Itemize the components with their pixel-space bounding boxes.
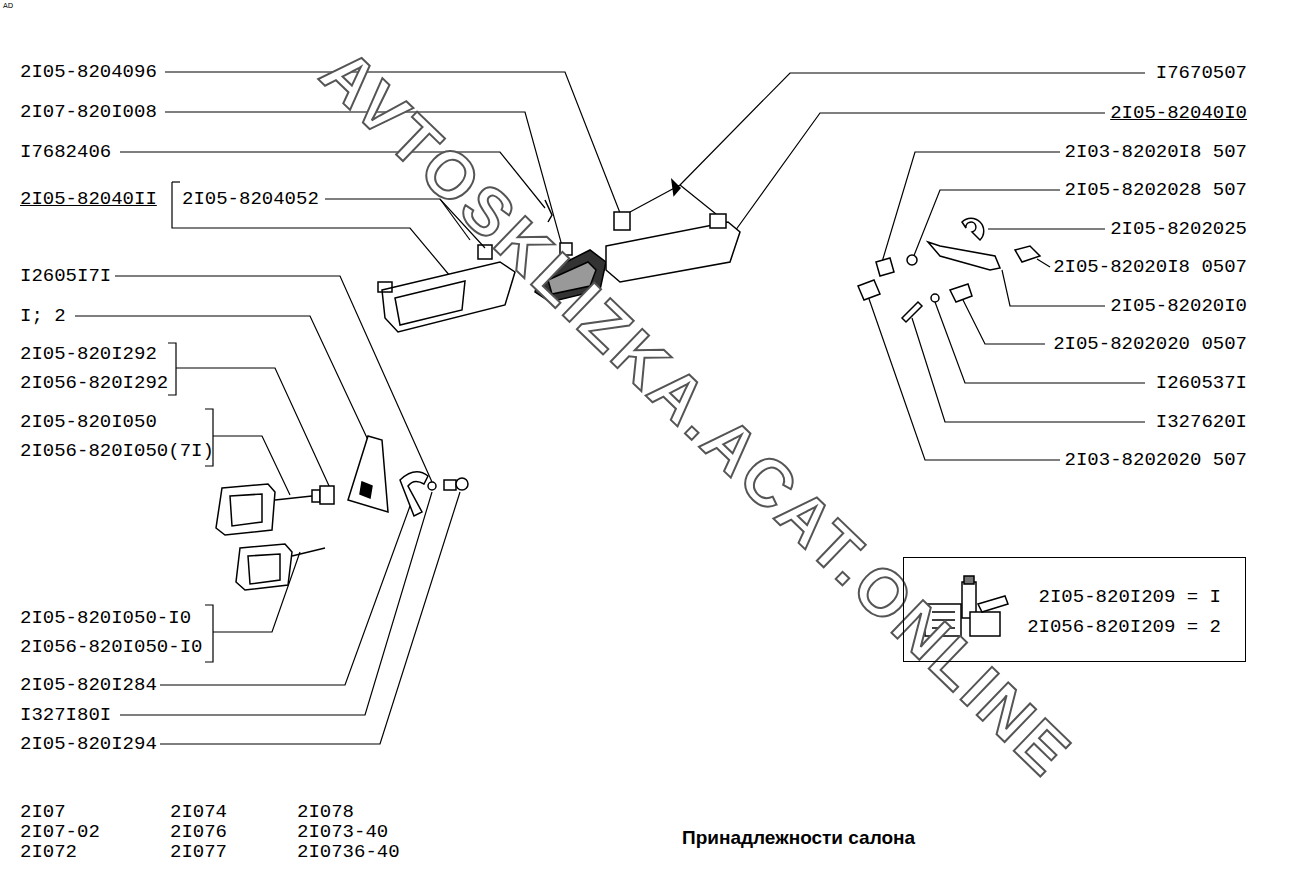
corner-mark: AD <box>3 2 13 10</box>
parts <box>216 180 1040 636</box>
part-number: 2I056-820I292 <box>20 372 168 394</box>
watermark: AVTOSKLIZKA.ACAT.ONLINE <box>309 36 1086 790</box>
part-number: I7670507 <box>1156 62 1247 84</box>
model-code: 2I07 <box>20 801 66 823</box>
part-number: 2I05-820I284 <box>20 674 157 696</box>
model-code: 2I078 <box>297 801 354 823</box>
part-number: 2I056-820I050(7I) <box>20 440 214 462</box>
model-code: 2I073-40 <box>297 821 388 843</box>
part-number: 2I05-82040II <box>20 188 157 210</box>
part-number: 2I07-820I008 <box>20 101 157 123</box>
part-number: 2I05-820I050 <box>20 411 157 433</box>
model-code: 2I074 <box>170 801 227 823</box>
kit-number: 2I056-820I209 = 2 <box>904 616 1221 638</box>
part-number: 2I05-8202028 507 <box>1065 179 1247 201</box>
part-number: 2I05-8202020 0507 <box>1053 333 1247 355</box>
model-code: 2I076 <box>170 821 227 843</box>
part-number: 2I05-8202025 <box>1110 218 1247 240</box>
model-code: 2I07-02 <box>20 821 100 843</box>
part-number: I2605I7I <box>20 265 111 287</box>
part-number: 2I05-82020I0 <box>1110 295 1247 317</box>
model-code: 2I077 <box>170 841 227 863</box>
kit-number: 2I05-820I209 = I <box>904 586 1221 608</box>
part-number: 2I05-820I292 <box>20 343 157 365</box>
part-number: 2I05-82040I0 <box>1110 102 1247 124</box>
part-number: 2I03-8202020 507 <box>1065 449 1247 471</box>
part-number: I260537I <box>1156 372 1247 394</box>
part-number: 2I056-820I050-I0 <box>20 636 202 658</box>
part-number: I327I80I <box>20 704 111 726</box>
part-kit-box: 2I05-820I209 = I 2I056-820I209 = 2 <box>903 557 1246 662</box>
part-number: 2I05-8204096 <box>20 61 157 83</box>
part-number: I327620I <box>1156 411 1247 433</box>
part-number: 2I05-82020I8 0507 <box>1053 256 1247 278</box>
part-number: 2I05-8204052 <box>182 188 319 210</box>
part-number: 2I05-820I294 <box>20 733 157 755</box>
part-number: I; 2 <box>20 305 66 327</box>
part-number: 2I05-820I050-I0 <box>20 607 191 629</box>
model-code: 2I0736-40 <box>297 841 400 863</box>
part-number: I7682406 <box>20 141 111 163</box>
title: Принадлежности салона <box>682 827 915 849</box>
model-code: 2I072 <box>20 841 77 863</box>
part-number: 2I03-82020I8 507 <box>1065 141 1247 163</box>
